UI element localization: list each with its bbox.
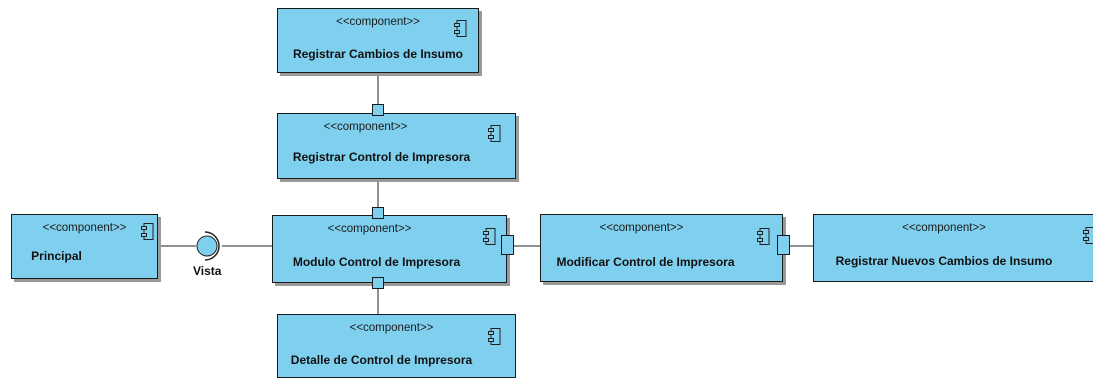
component-modificar-control[interactable]: <<component>> Modificar Control de Impre… — [540, 214, 783, 282]
component-principal[interactable]: <<component>> Principal — [11, 214, 158, 279]
component-icon — [141, 223, 154, 240]
stereotype-label: <<component>> — [349, 322, 434, 334]
component-icon — [488, 328, 501, 345]
stereotype-label: <<component>> — [336, 16, 420, 28]
interface-label-vista: Vista — [193, 264, 222, 278]
component-icon — [488, 125, 501, 142]
stereotype-label: <<component>> — [327, 223, 412, 235]
component-name: Registrar Cambios de Insumo — [292, 47, 464, 61]
component-icon — [454, 20, 467, 37]
component-registrar-cambios[interactable]: <<component>> Registrar Cambios de Insum… — [277, 8, 479, 73]
component-icon — [1083, 227, 1093, 244]
component-name: Principal — [31, 249, 82, 263]
port-modulo-top — [372, 207, 384, 219]
component-name: Modificar Control de Impresora — [556, 255, 735, 269]
provided-interface-icon — [196, 231, 220, 261]
component-registrar-control[interactable]: <<component>> Registrar Control de Impre… — [277, 113, 516, 179]
stereotype-label: <<component>> — [599, 222, 684, 234]
component-icon — [483, 228, 496, 245]
stereotype-label: <<component>> — [42, 222, 127, 234]
component-icon — [757, 228, 770, 245]
component-registrar-nuevos[interactable]: <<component>> Registrar Nuevos Cambios d… — [813, 214, 1093, 282]
component-detalle-control[interactable]: <<component>> Detalle de Control de Impr… — [277, 314, 516, 378]
port-modulo-right — [501, 235, 514, 255]
port-modificar-right — [777, 235, 790, 255]
port-registrar-control-top — [372, 104, 384, 116]
component-name: Detalle de Control de Impresora — [290, 353, 473, 367]
component-name: Modulo Control de Impresora — [292, 255, 461, 269]
component-modulo-control[interactable]: <<component>> Modulo Control de Impresor… — [272, 215, 507, 283]
component-name: Registrar Control de Impresora — [292, 150, 471, 164]
port-modulo-bottom — [372, 277, 384, 289]
stereotype-label: <<component>> — [323, 121, 408, 133]
component-name: Registrar Nuevos Cambios de Insumo — [835, 254, 1053, 268]
stereotype-label: <<component>> — [902, 222, 986, 234]
